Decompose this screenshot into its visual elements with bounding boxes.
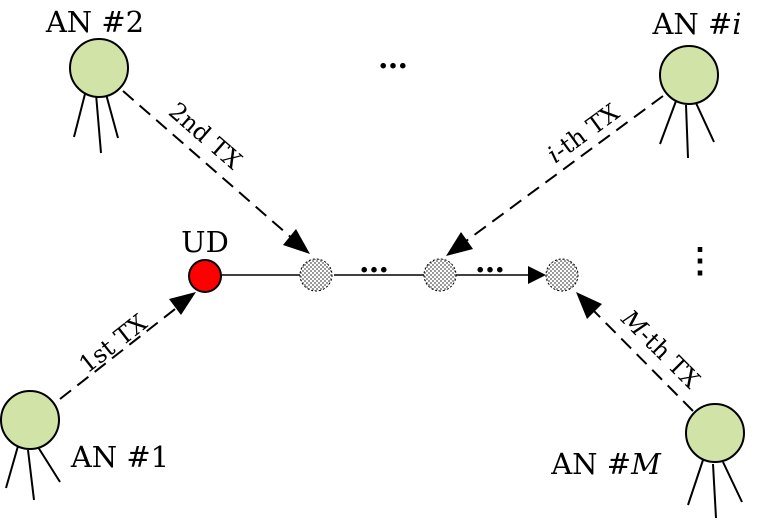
ani-label-var: i [732,7,741,41]
link-label-i-th-tx: i-th TX [542,98,624,169]
antenna-node-an2 [69,38,129,154]
link-i-th-tx [446,95,664,256]
ani-label: AN #i [651,7,741,41]
an1-label: AN #1 [70,440,169,474]
position-node-2 [423,258,457,292]
position-node-1 [299,258,333,292]
position-node-3 [545,258,579,292]
ud-trajectory [205,266,546,284]
ud-label: UD [181,225,229,259]
link-m-th-tx [576,292,694,412]
ellipsis-top: … [378,41,408,76]
link-label-m-th-tx: M-th TX [615,304,705,394]
an2-label: AN #2 [45,5,144,39]
ud-node [188,259,222,293]
ani-label-prefix: AN # [651,7,732,41]
antenna-node-ani [659,45,719,159]
link-label-i-th-tx-suffix: -th TX [548,98,624,164]
antenna-node-anm [685,403,745,519]
link-1st-tx [59,292,196,400]
antenna-node-an1 [0,390,61,501]
link-label-m-th-tx-suffix: -th TX [633,322,705,394]
anm-label-var: M [630,447,662,481]
anm-label: AN #M [550,447,662,481]
link-2nd-tx [122,90,310,254]
ellipsis-horizontal-right: … [475,245,505,280]
anm-label-prefix: AN # [550,447,631,481]
link-label-1st-tx: 1st TX [74,309,153,379]
ellipsis-horizontal-left: … [359,245,389,280]
ellipsis-vertical: ⋮ [683,241,717,281]
